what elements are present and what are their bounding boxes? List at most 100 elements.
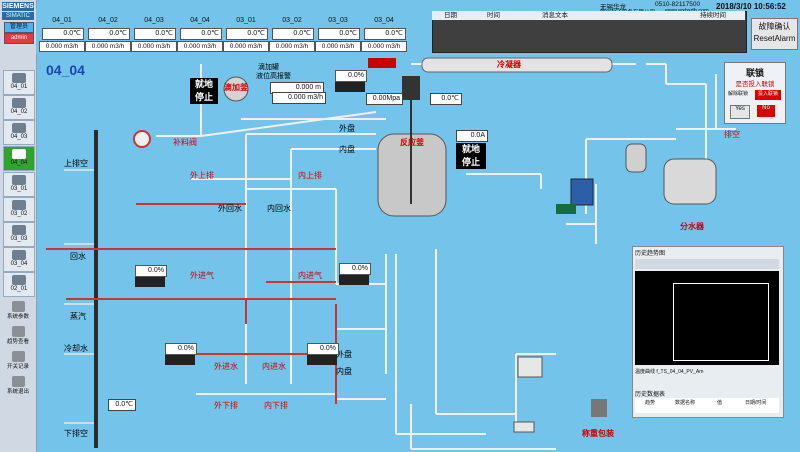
nav-item-02-01[interactable]: 02_01 — [3, 272, 35, 297]
inner-lower-drain-label: 内下排 — [264, 401, 288, 410]
pct-readout: 0.0% — [339, 263, 371, 275]
inner-upper-drain-label: 内上排 — [298, 171, 322, 180]
feed-level-caption: 滴加罐 — [258, 64, 279, 71]
pct-readout: 0.0% — [307, 343, 339, 355]
lower-vent-label: 下排空 — [64, 429, 88, 438]
reactor-label: 反应釜 — [400, 138, 424, 147]
col-datetime: 日期/时间 — [745, 400, 767, 406]
tag-label: 03_02 — [282, 17, 302, 24]
pct-readout: 0.0% — [165, 343, 197, 355]
col-time: 时间 — [487, 12, 500, 19]
tank-icon — [12, 149, 26, 159]
temp-readout: 0.0℃ — [364, 28, 406, 40]
col-value: 值 — [717, 400, 723, 406]
interlock-no-button[interactable]: No — [757, 105, 775, 117]
valve-control[interactable] — [135, 277, 165, 287]
company-phone: 0510-82117500 — [655, 1, 701, 8]
nav-item-04-03[interactable]: 04_03 — [3, 120, 35, 145]
col-message: 消息文本 — [542, 12, 568, 19]
flow-readout: 0.000 m3/h — [85, 41, 131, 52]
valve-control[interactable] — [165, 355, 195, 365]
col-date: 日期 — [444, 12, 457, 19]
sidebar: SIEMENS SIMATIC 管理员 admin 04_01 04_02 04… — [0, 0, 37, 452]
nav-item-04-01[interactable]: 04_01 — [3, 70, 35, 95]
outer-lower-drain-label: 外下排 — [214, 401, 238, 410]
tool-switch-log[interactable]: 开关记录 — [3, 350, 33, 373]
nav-item-03-02[interactable]: 03_02 — [3, 197, 35, 222]
tag-label: 04_04 — [190, 17, 210, 24]
inner-water-in-label: 内进水 — [262, 362, 286, 371]
return-water-label: 回水 — [70, 252, 86, 261]
nav-item-03-01[interactable]: 03_01 — [3, 172, 35, 197]
tank-icon — [12, 98, 26, 108]
outer-steam-label: 外进气 — [190, 271, 214, 280]
pressure-readout: 0.00Mpa — [366, 93, 403, 105]
nav-item-04-02[interactable]: 04_02 — [3, 95, 35, 120]
flow-readout: 0.000 m3/h — [39, 41, 85, 52]
feed-level-caption-2: 液位高报警 — [256, 73, 291, 80]
feed-tank-label: 滴加釜 — [224, 83, 248, 92]
interlock-opt1: 解除联锁 — [728, 91, 749, 97]
col-name: 数据名称 — [675, 400, 696, 406]
nav-item-04-04[interactable]: 04_04 — [3, 146, 35, 171]
plot-frame — [673, 283, 769, 361]
tag-label: 03_03 — [328, 17, 348, 24]
col-duration: 持续时间 — [700, 12, 726, 19]
steam-label: 蒸汽 — [70, 312, 86, 321]
admin-button[interactable]: admin — [4, 33, 34, 44]
tool-system-params[interactable]: 系统参数 — [3, 300, 33, 323]
nav-item-03-03[interactable]: 03_03 — [3, 222, 35, 247]
tool-exit[interactable]: 系统退出 — [3, 375, 33, 398]
inner-return-label: 内回水 — [267, 204, 291, 213]
tank-icon — [12, 73, 26, 83]
flow-readout: 0.000 m3/h — [177, 41, 223, 52]
tank-icon — [12, 225, 26, 235]
makeup-valve-label: 补料阀 — [173, 138, 197, 147]
outer-coil-label: 外盘 — [339, 124, 355, 133]
valve-control[interactable] — [339, 275, 369, 285]
inner-coil-label-2: 内盘 — [336, 367, 352, 376]
interlock-yes-button[interactable]: Yes — [730, 105, 750, 119]
brand-logo: SIEMENS — [2, 2, 34, 11]
inner-steam-label: 内进气 — [298, 271, 322, 280]
flow-readout: 0.000 m3/h — [361, 41, 407, 52]
valve-control[interactable] — [335, 82, 365, 92]
reactor-mode-box[interactable]: 就地停止 — [456, 143, 486, 169]
pct-readout: 0.0% — [135, 265, 167, 277]
outer-upper-drain-label: 外上排 — [190, 171, 214, 180]
tag-label: 03_01 — [236, 17, 256, 24]
tool-trend-view[interactable]: 趋势查看 — [3, 325, 33, 348]
temp-readout: 0.0℃ — [42, 28, 84, 40]
flow-readout: 0.000 m3/h — [223, 41, 269, 52]
log-icon — [11, 351, 25, 362]
trend-table[interactable]: 趋势 数据名称 值 日期/时间 — [635, 398, 779, 413]
brand-sub: SIMATIC — [2, 12, 34, 20]
current-readout: 0.0A — [456, 130, 488, 142]
trend-table-title: 历史数据表 — [635, 392, 666, 398]
vent-temp-readout: 0.0℃ — [108, 399, 136, 411]
interlock-panel: 联锁 是否投入联锁 解除联锁 投入联锁 Yes No — [724, 62, 786, 124]
interlock-question: 是否投入联锁 — [735, 81, 775, 88]
tag-label: 04_03 — [144, 17, 164, 24]
trend-toolbar[interactable] — [635, 259, 779, 269]
tag-label: 04_01 — [52, 17, 72, 24]
temp-readout: 0.0℃ — [226, 28, 268, 40]
condenser — [421, 57, 613, 73]
pct-readout: 0.0% — [335, 70, 367, 82]
alarm-header: 日期 时间 消息文本 持续时间 — [432, 11, 745, 20]
interlock-opt2[interactable]: 投入联锁 — [755, 90, 781, 100]
trend-window[interactable]: 历史趋势图 温度曲线 f_TS_04_04_PV_Am 历史数据表 趋势 数据名… — [632, 246, 784, 418]
chart-icon — [11, 326, 25, 337]
nav-item-03-04[interactable]: 03_04 — [3, 247, 35, 272]
separator-label: 分水器 — [680, 222, 704, 231]
tank-icon — [12, 200, 26, 210]
header-pipe — [94, 130, 98, 448]
valve-control[interactable] — [307, 355, 337, 365]
feed-flow-readout: 0.000 m3/h — [272, 92, 326, 104]
trend-plot[interactable] — [635, 271, 779, 365]
tag-label: 03_04 — [374, 17, 394, 24]
reset-alarm-button[interactable]: 故障确认 ResetAlarm — [751, 18, 798, 50]
feed-mode-box[interactable]: 就地停止 — [190, 78, 218, 104]
temp-readout: 0.0℃ — [318, 28, 360, 40]
user-button[interactable]: 管理员 — [4, 22, 34, 33]
